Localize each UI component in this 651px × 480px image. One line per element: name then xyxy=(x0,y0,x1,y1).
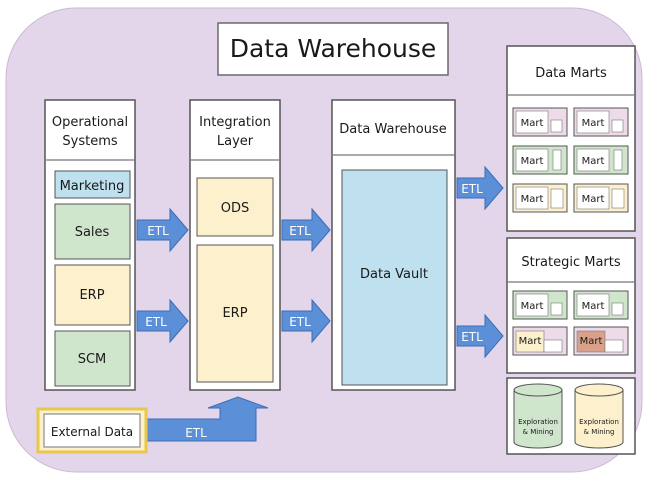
exploration-label-1-line1: Exploration xyxy=(518,418,558,426)
title-box xyxy=(217,22,449,76)
int-item-ods xyxy=(196,177,274,237)
op-item-scm-label: SCM xyxy=(78,352,107,367)
etl-arrow-external xyxy=(144,396,269,442)
data-mart-2-label: Mart xyxy=(582,118,605,129)
diagram-title: Data Warehouse xyxy=(230,34,437,63)
op-item-erp xyxy=(54,264,131,326)
data-vault-box xyxy=(341,169,448,386)
etl-arrow-op-int-1 xyxy=(136,207,189,253)
exploration-label-2-line2: & Mining xyxy=(584,428,615,436)
int-item-erp xyxy=(196,244,274,383)
etl-label-7: ETL xyxy=(185,426,207,440)
op-item-marketing xyxy=(54,170,131,199)
etl-label-5: ETL xyxy=(461,182,483,196)
int-item-erp-label: ERP xyxy=(222,306,247,321)
operational-heading-line1: Operational xyxy=(52,115,128,130)
data-marts-heading: Data Marts xyxy=(535,66,607,81)
external-data-label: External Data xyxy=(51,425,133,439)
op-item-erp-label: ERP xyxy=(79,288,104,303)
operational-heading-line2: Systems xyxy=(62,134,117,149)
strategic-mart-1: Mart xyxy=(512,290,568,320)
etl-arrow-dw-strategic xyxy=(456,313,504,359)
strategic-mart-3: Mart xyxy=(512,326,568,356)
strategic-mart-1-label: Mart xyxy=(521,301,544,312)
data-mart-1: Mart xyxy=(512,107,568,137)
strategic-mart-4-label: Mart xyxy=(580,336,603,347)
strategic-marts-heading: Strategic Marts xyxy=(521,255,621,270)
op-item-sales xyxy=(54,203,131,260)
op-item-marketing-label: Marketing xyxy=(60,179,125,194)
strategic-mart-2: Mart xyxy=(573,290,629,320)
data-mart-6-label: Mart xyxy=(582,194,605,205)
strategic-mart-3-label: Mart xyxy=(519,336,542,347)
etl-arrow-op-int-2 xyxy=(136,298,189,344)
strategic-mart-2-label: Mart xyxy=(582,301,605,312)
data-mart-3-label: Mart xyxy=(521,156,544,167)
data-mart-5-label: Mart xyxy=(521,194,544,205)
strategic-mart-4: Mart xyxy=(573,326,629,356)
data-mart-6: Mart xyxy=(573,183,629,213)
exploration-cylinder-2: Exploration & Mining xyxy=(574,383,624,449)
etl-arrow-int-dw-2 xyxy=(281,298,331,344)
exploration-cylinder-1: Exploration & Mining xyxy=(513,383,563,449)
exploration-label-2-line1: Exploration xyxy=(579,418,619,426)
etl-label-6: ETL xyxy=(461,330,483,344)
exploration-label-1-line2: & Mining xyxy=(523,428,554,436)
data-mart-3: Mart xyxy=(512,145,568,175)
data-mart-1-label: Mart xyxy=(521,118,544,129)
data-mart-4: Mart xyxy=(573,145,629,175)
etl-arrow-int-dw-1 xyxy=(281,207,331,253)
etl-label-4: ETL xyxy=(289,315,311,329)
warehouse-heading: Data Warehouse xyxy=(339,122,446,137)
data-vault-label: Data Vault xyxy=(360,267,428,282)
op-item-scm xyxy=(54,330,131,387)
integration-heading-line1: Integration xyxy=(199,115,271,130)
data-mart-2: Mart xyxy=(573,107,629,137)
external-data-inner xyxy=(43,413,141,448)
etl-label-2: ETL xyxy=(145,315,167,329)
etl-label-1: ETL xyxy=(147,224,169,238)
data-mart-5: Mart xyxy=(512,183,568,213)
diagram-background xyxy=(5,7,643,473)
op-item-sales-label: Sales xyxy=(75,225,110,240)
etl-arrow-dw-datamarts xyxy=(456,165,504,211)
data-mart-4-label: Mart xyxy=(582,156,605,167)
integration-heading-line2: Layer xyxy=(217,134,254,149)
etl-label-3: ETL xyxy=(289,224,311,238)
int-item-ods-label: ODS xyxy=(221,201,250,216)
